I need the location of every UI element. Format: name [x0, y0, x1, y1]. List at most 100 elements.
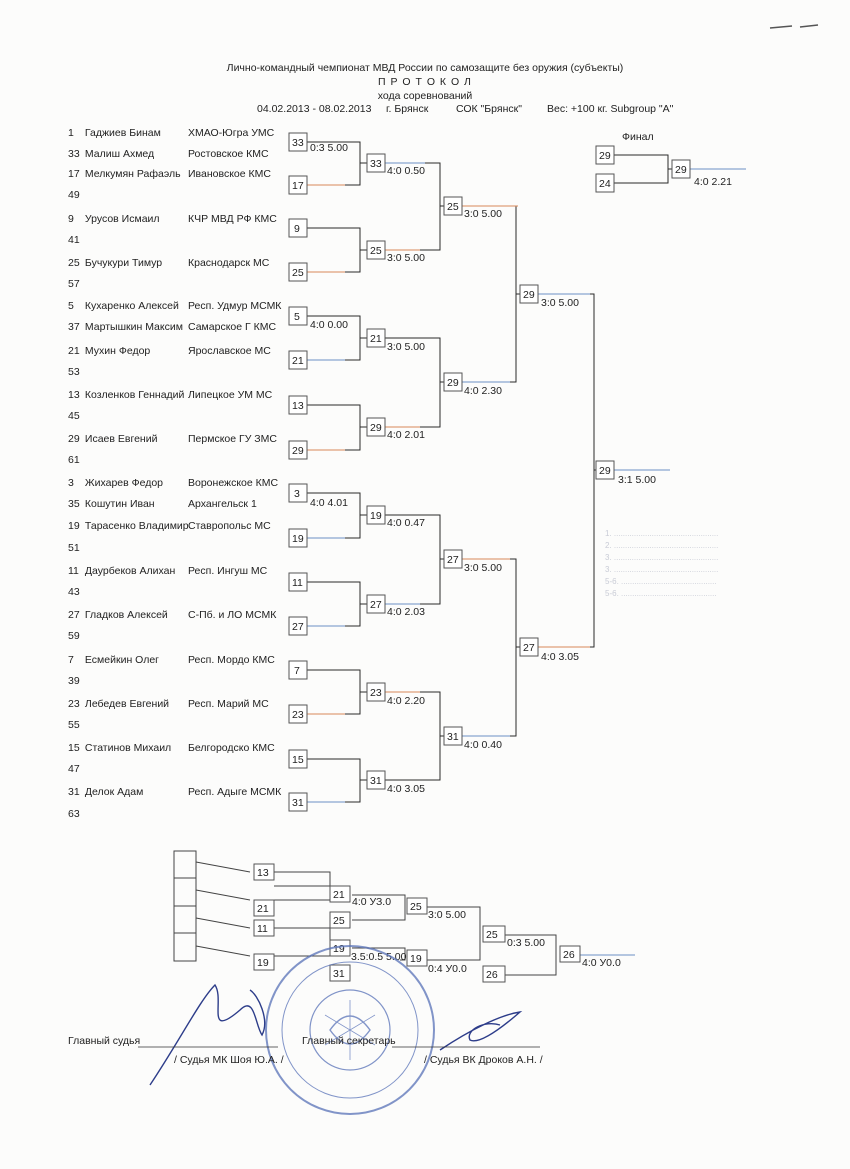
bout-number: 29 [292, 445, 304, 457]
bout-number: 13 [292, 400, 304, 412]
repechage-number: 21 [257, 903, 269, 915]
championship-title: Лично-командный чемпионат МВД России по … [226, 62, 624, 74]
participant-row: 27 Гладков Алексей [68, 609, 168, 621]
round5-box: 29 3:1 5.00 [595, 460, 656, 486]
bout-number: 3 [294, 488, 300, 500]
repechage-number: 19 [257, 957, 269, 969]
bout-score: 4:0 3.05 [541, 651, 579, 663]
final-participant-a: 29 [599, 150, 611, 162]
repechage-score: 4:0 УЗ.0 [352, 896, 391, 908]
repechage-score: 3.5:0.5 5.00 [351, 951, 407, 963]
weight-category: Вес: +100 кг. Subgroup "A" [547, 103, 674, 115]
bout-number: 31 [447, 731, 459, 743]
competition-dates: 04.02.2013 - 08.02.2013 [257, 103, 372, 115]
participant-org: Респ. Удмур МСМК [188, 300, 282, 312]
unseeded-number: 55 [68, 719, 80, 731]
repechage-number: 19 [410, 953, 422, 965]
bout-number: 27 [370, 599, 382, 611]
participant-org: Ивановское КМС [188, 168, 271, 180]
repechage-number: 25 [333, 915, 345, 927]
repechage-number: 26 [486, 969, 498, 981]
protocol-subtitle: хода соревнований [377, 90, 473, 102]
participant-row: 23 Лебедев Евгений [68, 698, 170, 710]
bout-number: 29 [599, 465, 611, 477]
bout-score: 4:0 2.03 [387, 606, 425, 618]
participant-row: 15 Статинов Михаил [68, 742, 172, 754]
bout-score: 4:0 2.20 [387, 695, 425, 707]
participant-row: 29 Исаев Евгений [68, 433, 158, 445]
bout-score: 3:0 5.00 [387, 341, 425, 353]
participant-row: 17 Мелкумян Рафаэль [68, 168, 181, 180]
bracket-lines [307, 141, 672, 803]
repechage-score: 3:0 5.00 [428, 909, 466, 921]
participant-org: Самарское Г КМС [188, 321, 277, 333]
protocol-heading: П Р О Т О К О Л [378, 76, 472, 88]
final-bracket: 29 24 29 4:0 2.21 [595, 145, 732, 193]
participant-row: 37 Мартышкин Максим [68, 321, 183, 333]
bout-score: 4:0 4.01 [310, 497, 348, 509]
participant-org: КЧР МВД РФ КМС [188, 213, 277, 225]
participant-org: Воронежское КМС [188, 477, 279, 489]
participant-org: Липецкое УМ МС [188, 389, 273, 401]
bout-score: 3:1 5.00 [618, 474, 656, 486]
unseeded-number: 63 [68, 808, 80, 820]
participant-row: 5 Кухаренко Алексей [68, 300, 179, 312]
unseeded-number: 49 [68, 189, 80, 201]
participant-org: ХМАО-Югра УМС [188, 127, 275, 139]
bout-number: 23 [370, 687, 382, 699]
repechage-number: 11 [257, 923, 268, 935]
bout-number: 15 [292, 754, 304, 766]
bout-number: 19 [370, 510, 382, 522]
unseeded-number: 39 [68, 675, 80, 687]
bout-number: 29 [523, 289, 535, 301]
chief-secretary-label: Главный секретарь [302, 1035, 396, 1047]
unseeded-number: 41 [68, 234, 80, 246]
bout-score: 4:0 2.01 [387, 429, 425, 441]
unseeded-number: 61 [68, 454, 80, 466]
participant-org: Ростовское КМС [188, 148, 269, 160]
unseeded-number: 43 [68, 586, 80, 598]
bout-number: 21 [292, 355, 304, 367]
bout-number: 29 [447, 377, 459, 389]
bout-score: 3:0 5.00 [464, 562, 502, 574]
bout-number: 33 [292, 137, 304, 149]
participant-org: Ставропольс МС [188, 520, 271, 532]
bleed-through-text: 1. .....................................… [605, 529, 719, 598]
round2-boxes: 33 4:0 0.50 25 3:0 5.00 21 3:0 5.00 29 4… [366, 153, 425, 795]
bout-number: 27 [523, 642, 535, 654]
participant-row: 25 Бучукури Тимур [68, 257, 163, 269]
participant-row: 33 Малиш Ахмед [68, 148, 155, 160]
chief-secretary-name: / Судья ВК Дроков А.Н. / [424, 1054, 543, 1066]
unseeded-number: 47 [68, 763, 80, 775]
repechage-score: 0:4 У0.0 [428, 963, 467, 975]
repechage-number: 31 [333, 968, 345, 980]
unseeded-number: 53 [68, 366, 80, 378]
bout-number: 25 [447, 201, 459, 213]
participant-org: Архангельск 1 [188, 498, 257, 510]
competition-city: г. Брянск [386, 103, 429, 115]
bout-score: 4:0 3.05 [387, 783, 425, 795]
repechage-number: 25 [486, 929, 498, 941]
bout-score: 4:0 2.30 [464, 385, 502, 397]
repechage-number: 25 [410, 901, 422, 913]
final-winner: 29 [675, 164, 687, 176]
bout-number: 7 [294, 665, 300, 677]
round4-boxes: 29 3:0 5.00 27 4:0 3.05 [519, 284, 579, 663]
participant-org: Пермское ГУ ЗМС [188, 433, 277, 445]
repechage-score: 4:0 У0.0 [582, 957, 621, 969]
final-score: 4:0 2.21 [694, 176, 732, 188]
bout-number: 21 [370, 333, 382, 345]
round1-boxes: 33 0:3 5.00 17 9 25 5 4:0 0.00 21 13 29 … [288, 132, 348, 812]
competition-venue: СОК "Брянск" [456, 103, 522, 115]
bout-number: 17 [292, 180, 304, 192]
bout-number: 27 [447, 554, 459, 566]
participant-row: 1 Гаджиев Бинам [68, 127, 161, 139]
participant-org: Респ. Адыге МСМК [188, 786, 282, 798]
winner-ticks [307, 162, 746, 803]
bout-score: 3:0 5.00 [464, 208, 502, 220]
unseeded-number: 45 [68, 410, 80, 422]
participant-org: С-Пб. и ЛО МСМК [188, 609, 277, 621]
participant-row: 13 Козленков Геннадий [68, 389, 185, 401]
